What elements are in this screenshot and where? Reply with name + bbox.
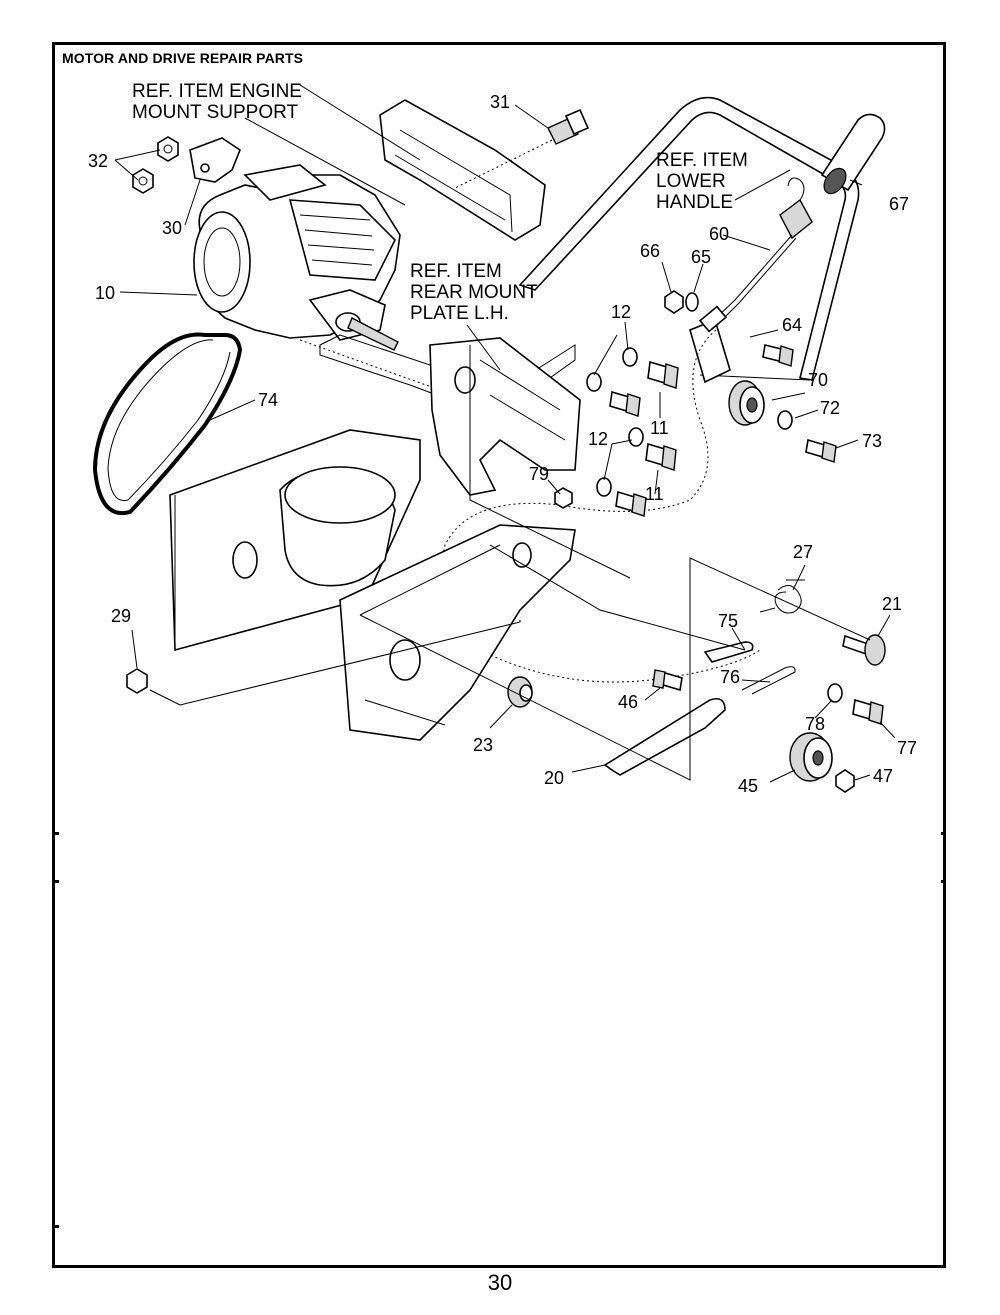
part-10-engine	[193, 164, 401, 351]
callout-32: 32	[88, 151, 108, 171]
part-76-link	[741, 666, 796, 695]
callout-70: 70	[808, 370, 828, 390]
callout-72: 72	[820, 398, 840, 418]
rear-mount-plate	[429, 337, 581, 496]
part-65-washer	[685, 292, 699, 312]
part-31-bolt	[547, 108, 590, 145]
ref-lower-handle-line1: REF. ITEM	[656, 150, 748, 171]
part-20-idler-arm	[603, 697, 726, 776]
part-78-washer	[827, 683, 843, 703]
part-11-bolts-lower	[615, 442, 677, 517]
part-67-handle-grip	[820, 113, 886, 195]
part-12-washers-upper	[586, 347, 638, 392]
part-27-spring	[759, 579, 805, 614]
callout-11-upper: 11	[650, 418, 669, 438]
callout-29: 29	[111, 606, 131, 626]
assembly-line	[359, 557, 871, 781]
part-46-bolt	[652, 669, 683, 692]
callout-31: 31	[490, 92, 510, 112]
callout-30: 30	[162, 218, 182, 238]
callout-64: 64	[782, 315, 802, 335]
callout-66: 66	[640, 241, 660, 261]
callout-47: 47	[873, 766, 893, 786]
part-11-bolts-upper	[609, 360, 679, 417]
part-60-spring-cable	[698, 177, 813, 333]
ref-engine-mount-line1: REF. ITEM ENGINE	[132, 81, 302, 102]
assembly-line	[489, 544, 746, 651]
callout-20: 20	[544, 768, 564, 788]
callout-12-lower: 12	[588, 429, 608, 449]
frame-tick	[55, 832, 59, 835]
part-32-nuts	[132, 136, 179, 194]
callout-46: 46	[618, 692, 638, 712]
lower-handle	[518, 96, 860, 384]
leader-lines	[114, 84, 896, 783]
callout-76: 76	[720, 667, 740, 687]
engine-mount-support	[379, 99, 546, 241]
part-45-pulley	[789, 732, 833, 782]
part-12-washers-lower	[596, 427, 644, 497]
callout-12-upper: 12	[611, 302, 631, 322]
part-70-pulley	[728, 380, 765, 426]
ref-lower-handle-line2: LOWER	[656, 171, 726, 192]
callout-60: 60	[709, 224, 729, 244]
frame-tick	[941, 880, 945, 883]
bolt-31-axis	[454, 139, 553, 189]
callout-21: 21	[882, 594, 902, 614]
callout-10: 10	[95, 283, 115, 303]
callout-73: 73	[862, 431, 882, 451]
callout-75: 75	[718, 611, 738, 631]
assembly-line	[469, 345, 631, 579]
callout-45: 45	[738, 776, 758, 796]
callout-27: 27	[793, 542, 813, 562]
ref-rear-mount-line3: PLATE L.H.	[410, 303, 509, 324]
part-47-nut	[835, 769, 855, 793]
frame-tick	[55, 880, 59, 883]
callout-11-lower: 11	[645, 484, 664, 504]
frame-tick	[941, 832, 945, 835]
callout-77: 77	[897, 738, 917, 758]
page-title: MOTOR AND DRIVE REPAIR PARTS	[62, 50, 304, 66]
part-29-nut	[126, 668, 148, 694]
page-frame	[52, 42, 946, 1268]
part-75-link	[703, 641, 754, 663]
assembly-line	[149, 620, 521, 706]
callout-74: 74	[258, 390, 278, 410]
part-72-washer	[777, 410, 793, 430]
part-66-nut	[664, 290, 684, 314]
auger-housing-frame	[169, 429, 576, 741]
part-30-bracket	[189, 137, 241, 183]
callout-78: 78	[805, 714, 825, 734]
ref-lower-handle-line3: HANDLE	[656, 192, 733, 213]
callout-67: 67	[889, 194, 909, 214]
part-74-belt	[92, 332, 243, 516]
ref-engine-mount-line2: MOUNT SUPPORT	[132, 102, 298, 123]
part-23-idler	[507, 676, 533, 708]
part-64-bolt	[762, 344, 794, 367]
part-77-bolt	[852, 698, 884, 725]
part-73-bolt	[805, 438, 837, 463]
callout-23: 23	[473, 735, 493, 755]
callout-79: 79	[529, 464, 549, 484]
ref-rear-mount-line2: REAR MOUNT	[410, 282, 538, 303]
callout-65: 65	[691, 247, 711, 267]
page-number: 30	[487, 1270, 513, 1295]
part-21-bolt	[842, 634, 886, 666]
ref-rear-mount-line1: REF. ITEM	[410, 261, 502, 282]
engine-axis	[299, 339, 441, 391]
frame-tick	[55, 1225, 59, 1228]
